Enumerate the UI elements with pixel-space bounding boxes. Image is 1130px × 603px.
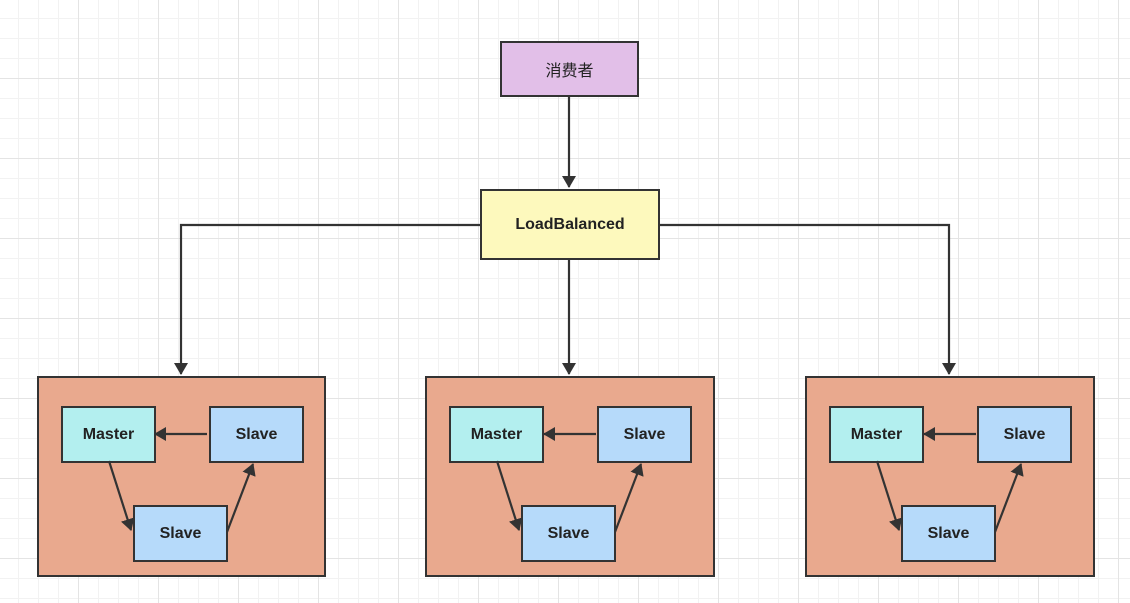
cluster-1-slave-right-node[interactable]: Slave	[209, 406, 304, 463]
cluster-1[interactable]: Master Slave Slave	[37, 376, 326, 577]
cluster-3[interactable]: Master Slave Slave	[805, 376, 1095, 577]
master-label: Master	[850, 425, 903, 443]
load-balancer-node[interactable]: LoadBalanced	[480, 189, 660, 260]
consumer-label: 消费者	[545, 63, 594, 80]
cluster-2-slave-bottom-node[interactable]: Slave	[521, 505, 616, 562]
master-label: Master	[470, 425, 523, 443]
slave-label: Slave	[927, 524, 970, 542]
cluster-3-slave-bottom-node[interactable]: Slave	[901, 505, 996, 562]
cluster-2[interactable]: Master Slave Slave	[425, 376, 715, 577]
slave-label: Slave	[1003, 425, 1046, 443]
lb-to-cluster-3-arrow	[660, 223, 956, 375]
cluster-2-slave-right-node[interactable]: Slave	[597, 406, 692, 463]
cluster-3-master-node[interactable]: Master	[829, 406, 924, 463]
lb-to-cluster-1-arrow	[174, 223, 480, 375]
cluster-3-slave-right-node[interactable]: Slave	[977, 406, 1072, 463]
cluster-1-slave-bottom-node[interactable]: Slave	[133, 505, 228, 562]
slave-label: Slave	[623, 425, 666, 443]
slave-label: Slave	[235, 425, 278, 443]
cluster-2-master-node[interactable]: Master	[449, 406, 544, 463]
load-balancer-label: LoadBalanced	[515, 215, 625, 233]
slave-label: Slave	[159, 524, 202, 542]
cluster-1-master-node[interactable]: Master	[61, 406, 156, 463]
slave-label: Slave	[547, 524, 590, 542]
consumer-node[interactable]: 消费者	[500, 41, 639, 97]
master-label: Master	[82, 425, 135, 443]
